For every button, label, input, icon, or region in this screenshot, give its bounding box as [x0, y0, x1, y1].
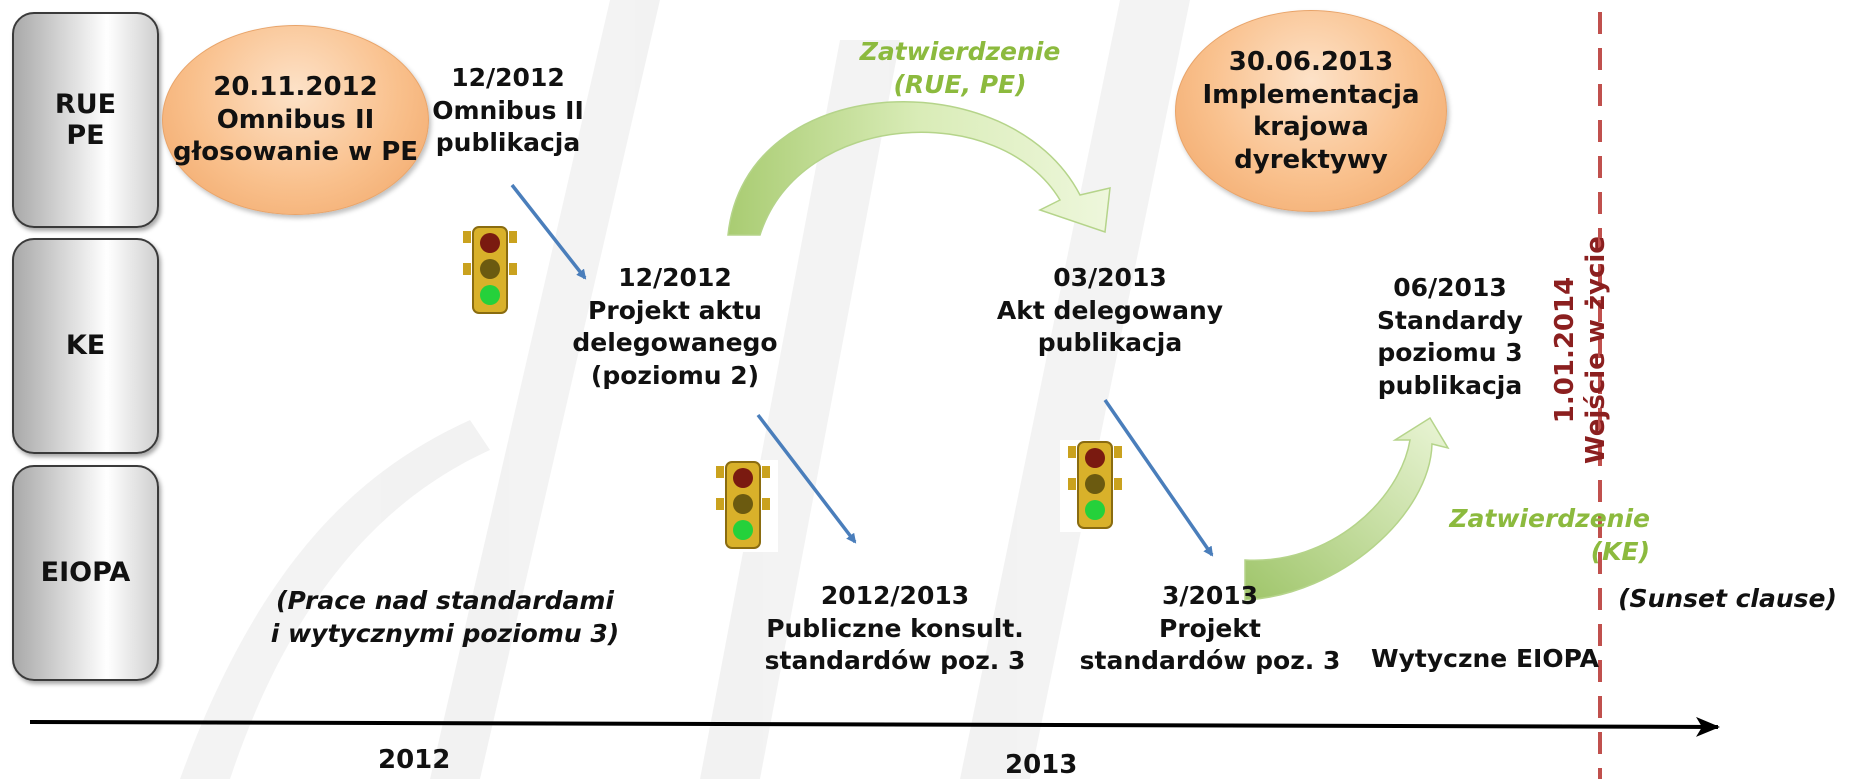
green-curved-arrow-icon	[1244, 416, 1450, 601]
event-level3-standards-draft: 3/2013 Projekt standardów poz. 3	[1079, 581, 1341, 675]
event-level3-standards-publication: 06/2013 Standardy poziomu 3 publikacja	[1377, 273, 1523, 400]
traffic-light-icon	[1060, 440, 1130, 532]
lane-rue-pe: RUE PE	[12, 12, 159, 228]
lane-ke: KE	[12, 238, 159, 454]
watermark	[180, 0, 1190, 779]
event-omnibus-publication: 12/2012 Omnibus II publikacja	[432, 63, 584, 157]
traffic-light-icon	[455, 225, 525, 317]
event-national-implementation: 30.06.2013 Implementacja krajowa dyrekty…	[1175, 10, 1447, 212]
year-2013: 2013	[1005, 750, 1078, 780]
eiopa-guidelines: Wytyczne EIOPA	[1371, 644, 1599, 673]
event-omnibus-vote: 20.11.2012 Omnibus II głosowanie w PE	[162, 25, 429, 215]
approval-ke: Zatwierdzenie (KE)	[1449, 504, 1650, 566]
approval-rue-pe: Zatwierdzenie (RUE, PE)	[859, 37, 1061, 99]
effective-date-label: 1.01.2014 Wejście w życie	[1550, 236, 1612, 464]
event-delegated-act-draft: 12/2012 Projekt aktu delegowanego (pozio…	[572, 263, 778, 390]
blue-arrow-icon	[756, 413, 857, 544]
blue-arrow-icon	[1103, 399, 1214, 557]
timeline-arrow-icon	[29, 716, 1720, 737]
event-public-consultation: 2012/2013 Publiczne konsult. standardów …	[764, 581, 1026, 675]
sunset-clause: (Sunset clause)	[1618, 584, 1837, 613]
traffic-light-icon	[708, 460, 778, 552]
event-delegated-act-publication: 03/2013 Akt delegowany publikacja	[996, 263, 1224, 357]
green-curved-arrow-icon	[727, 101, 1111, 236]
blue-arrow-icon	[510, 183, 587, 280]
lane-eiopa: EIOPA	[12, 465, 159, 681]
year-2012: 2012	[378, 745, 451, 775]
eiopa-work-note: (Prace nad standardami i wytycznymi pozi…	[270, 586, 620, 648]
